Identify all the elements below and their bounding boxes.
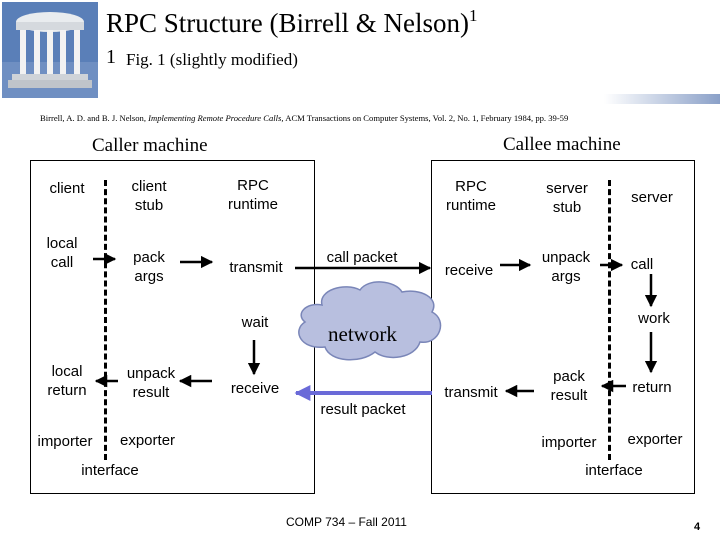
callee-col-server-stub: server stub — [546, 180, 588, 216]
caller-machine-title: Caller machine — [92, 135, 208, 156]
callee-interface-divider — [608, 180, 611, 460]
callee-return: return — [632, 379, 672, 396]
network-cloud — [298, 281, 442, 361]
caller-local-call: local call — [46, 235, 78, 271]
title-superscript: 1 — [468, 6, 478, 25]
callee-col-rpc-runtime: RPC runtime — [445, 178, 497, 214]
network-label: network — [328, 322, 397, 346]
header-strip — [604, 94, 720, 104]
subtitle: 1 Fig. 1 (slightly modified) — [106, 46, 298, 73]
caller-transmit: transmit — [229, 259, 283, 276]
callee-exporter: exporter — [627, 431, 683, 448]
citation-rest: ACM Transactions on Computer Systems, Vo… — [285, 113, 569, 123]
result-packet-label: result packet — [320, 401, 406, 418]
caller-local-return: local return — [47, 363, 87, 399]
callee-unpack-args: unpack args — [541, 249, 591, 285]
callee-work: work — [638, 310, 670, 327]
citation: Birrell, A. D. and B. J. Nelson, Impleme… — [40, 113, 568, 123]
title-text: RPC Structure (Birrell & Nelson) — [106, 8, 469, 38]
callee-receive: receive — [444, 262, 494, 279]
callee-machine-title: Callee machine — [503, 134, 621, 155]
footer-course: COMP 734 – Fall 2011 — [286, 515, 407, 529]
caller-unpack-result: unpack result — [126, 365, 176, 401]
call-packet-label: call packet — [326, 249, 398, 266]
caller-col-rpc-runtime: RPC runtime — [227, 177, 279, 213]
caller-col-client-stub: client stub — [131, 178, 167, 214]
callee-transmit: transmit — [444, 384, 498, 401]
caller-receive: receive — [230, 380, 280, 397]
caller-interface: interface — [81, 462, 139, 479]
subtitle-text: Fig. 1 (slightly modified) — [126, 50, 298, 69]
caller-wait: wait — [241, 314, 269, 331]
citation-title: Implementing Remote Procedure Calls, — [148, 113, 284, 123]
callee-importer: importer — [541, 434, 597, 451]
caller-exporter: exporter — [120, 432, 176, 449]
page-title: RPC Structure (Birrell & Nelson)1 — [106, 6, 478, 39]
citation-authors: Birrell, A. D. and B. J. Nelson, — [40, 113, 146, 123]
callee-call: call — [630, 256, 654, 273]
rotunda-logo-icon — [2, 2, 98, 98]
logo — [2, 2, 98, 98]
caller-importer: importer — [37, 433, 93, 450]
callee-col-server: server — [631, 189, 673, 206]
callee-interface: interface — [585, 462, 643, 479]
footnote-marker: 1 — [106, 46, 116, 68]
caller-interface-divider — [104, 180, 107, 460]
caller-col-client: client — [49, 180, 85, 197]
caller-pack-args: pack args — [133, 249, 165, 285]
page-number: 4 — [694, 521, 701, 533]
callee-pack-result: pack result — [550, 368, 588, 404]
